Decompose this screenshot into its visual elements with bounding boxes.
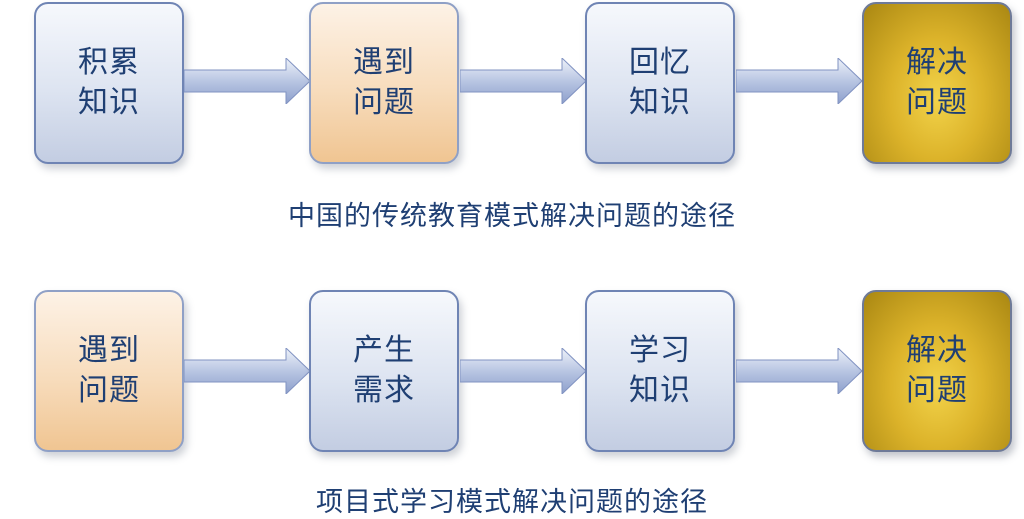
step-encounter-problem: 遇到 问题 <box>34 290 184 452</box>
step-label-line2: 问题 <box>906 373 968 408</box>
step-learn-knowledge: 学习 知识 <box>585 290 735 452</box>
step-label-line2: 知识 <box>78 85 140 120</box>
right-arrow-icon <box>736 348 862 394</box>
right-arrow-icon <box>184 348 310 394</box>
step-label-line2: 问题 <box>78 373 140 408</box>
step-label-line1: 解决 <box>906 45 968 80</box>
step-label-line1: 遇到 <box>353 45 415 80</box>
step-label-line1: 回忆 <box>629 45 691 80</box>
step-label-line1: 解决 <box>906 333 968 368</box>
step-accumulate-knowledge: 积累 知识 <box>34 2 184 164</box>
step-label-line2: 需求 <box>353 373 415 408</box>
right-arrow-icon <box>460 348 586 394</box>
step-label-line2: 问题 <box>906 85 968 120</box>
step-solve-problem: 解决 问题 <box>862 290 1012 452</box>
step-solve-problem: 解决 问题 <box>862 2 1012 164</box>
step-label-line2: 问题 <box>353 85 415 120</box>
row2-caption: 项目式学习模式解决问题的途径 <box>316 487 708 518</box>
step-label-line1: 遇到 <box>78 333 140 368</box>
step-encounter-problem: 遇到 问题 <box>309 2 459 164</box>
step-label-line2: 知识 <box>629 85 691 120</box>
row1-caption: 中国的传统教育模式解决问题的途径 <box>288 201 736 232</box>
step-label-line1: 积累 <box>78 45 140 80</box>
step-label-line1: 产生 <box>353 333 415 368</box>
step-label-line2: 知识 <box>629 373 691 408</box>
right-arrow-icon <box>736 58 862 104</box>
right-arrow-icon <box>184 58 310 104</box>
right-arrow-icon <box>460 58 586 104</box>
step-recall-knowledge: 回忆 知识 <box>585 2 735 164</box>
step-generate-need: 产生 需求 <box>309 290 459 452</box>
step-label-line1: 学习 <box>629 333 691 368</box>
